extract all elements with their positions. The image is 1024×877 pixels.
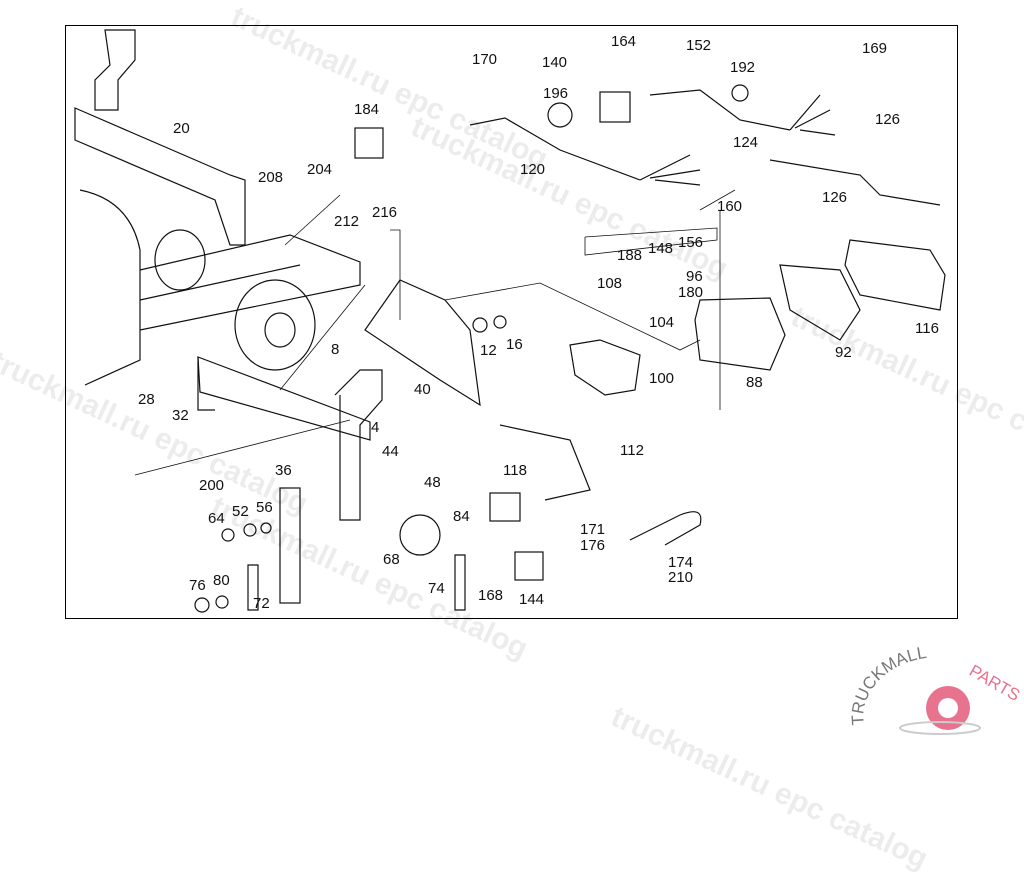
svg-text:PARTS: PARTS bbox=[966, 661, 1023, 705]
truckmallparts-logo: TRUCKMALL PARTS bbox=[850, 643, 1023, 735]
tail-lamps bbox=[569, 239, 946, 396]
callout: 16 bbox=[506, 336, 523, 353]
bracket-40 bbox=[364, 279, 481, 407]
wiring-harness bbox=[354, 89, 941, 522]
callout: 169 bbox=[862, 40, 888, 57]
callout: 170 bbox=[472, 51, 498, 68]
callout: 124 bbox=[733, 134, 759, 151]
callout: 64 bbox=[208, 510, 225, 527]
callout: 74 bbox=[428, 580, 445, 597]
callout: 180 bbox=[678, 284, 704, 301]
callout: 8 bbox=[331, 341, 340, 358]
callout: 216 bbox=[372, 204, 398, 221]
callout: 20 bbox=[173, 120, 190, 137]
callout: 188 bbox=[617, 247, 643, 264]
callout: 36 bbox=[275, 462, 292, 479]
callout: 116 bbox=[915, 320, 939, 337]
callout: 72 bbox=[253, 595, 270, 612]
callout: 156 bbox=[678, 234, 704, 251]
callout: 96 bbox=[686, 268, 703, 285]
callout: 140 bbox=[542, 54, 568, 71]
leader-lines bbox=[134, 189, 736, 476]
callout: 48 bbox=[424, 474, 441, 491]
callout: 210 bbox=[668, 569, 694, 586]
callout: 176 bbox=[580, 537, 606, 554]
callout: 164 bbox=[611, 33, 637, 50]
callout: 112 bbox=[620, 442, 644, 459]
callout: 152 bbox=[686, 37, 712, 54]
callout: 208 bbox=[258, 169, 284, 186]
callout: 184 bbox=[354, 101, 380, 118]
callout: 168 bbox=[478, 587, 504, 604]
callout: 204 bbox=[307, 161, 333, 178]
callout: 160 bbox=[717, 198, 743, 215]
callout: 84 bbox=[453, 508, 470, 525]
callout: 144 bbox=[519, 591, 545, 608]
callout: 192 bbox=[730, 59, 756, 76]
callout: 44 bbox=[382, 443, 399, 460]
callout: 148 bbox=[648, 240, 674, 257]
callout: 104 bbox=[649, 314, 675, 331]
callout: 32 bbox=[172, 407, 189, 424]
callout: 80 bbox=[213, 572, 230, 589]
callout: 212 bbox=[334, 213, 360, 230]
callout: 100 bbox=[649, 370, 675, 387]
callout: 126 bbox=[875, 111, 901, 128]
callout: 56 bbox=[256, 499, 273, 516]
callout: 28 bbox=[138, 391, 155, 408]
callout: 40 bbox=[414, 381, 431, 398]
small-parts bbox=[194, 84, 749, 613]
callout: 68 bbox=[383, 551, 400, 568]
callout: 174 bbox=[668, 554, 694, 571]
callout: 92 bbox=[835, 344, 852, 361]
callout: 171 bbox=[580, 521, 606, 538]
callout: 120 bbox=[520, 161, 546, 178]
callout: 126 bbox=[822, 189, 848, 206]
callout: 76 bbox=[189, 577, 206, 594]
callout: 200 bbox=[199, 477, 225, 494]
parts-drawing bbox=[74, 29, 946, 613]
svg-text:TRUCKMALL: TRUCKMALL bbox=[850, 643, 928, 726]
truck-frame bbox=[74, 29, 383, 521]
callout: 12 bbox=[480, 342, 497, 359]
callout: 118 bbox=[503, 462, 527, 479]
callout: 4 bbox=[371, 419, 380, 436]
diagram-frame bbox=[65, 25, 958, 619]
callout: 52 bbox=[232, 503, 249, 520]
callout: 88 bbox=[746, 374, 763, 391]
callout: 108 bbox=[597, 275, 623, 292]
callout: 196 bbox=[543, 85, 569, 102]
